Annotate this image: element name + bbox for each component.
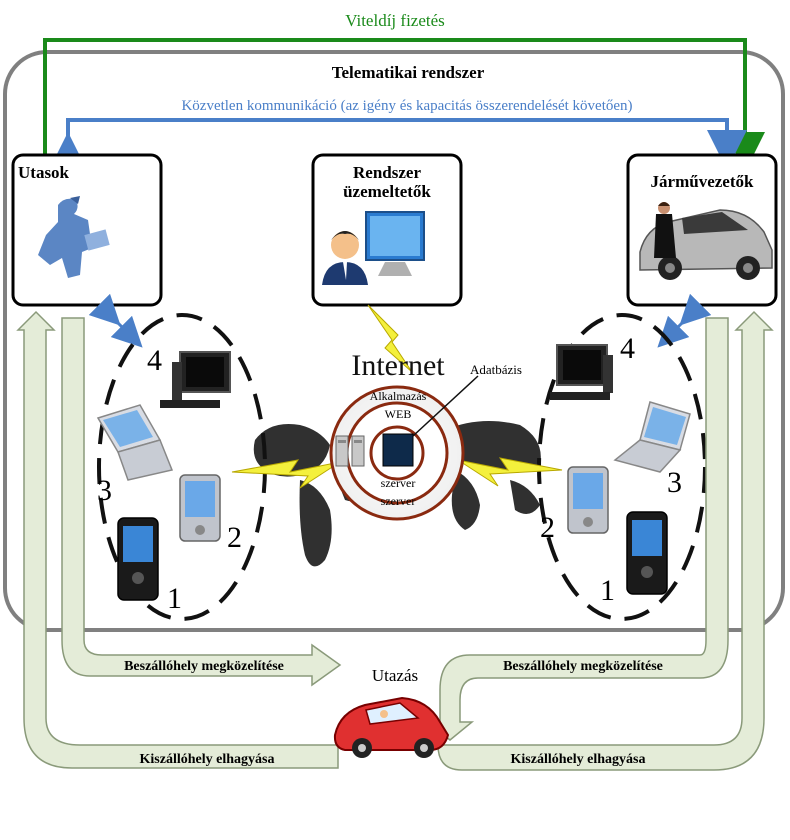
travel-label: Utazás <box>372 666 418 685</box>
left-outer-flow-arrow <box>16 310 339 769</box>
left-number-2: 2 <box>227 521 242 554</box>
left-leave-label: Kiszállóhely elhagyása <box>140 752 275 767</box>
database-icon <box>382 433 414 467</box>
left-lightning-icon <box>231 459 341 489</box>
right-number-4: 4 <box>620 332 635 365</box>
drivers-label: Járművezetők <box>651 172 754 191</box>
left-number-4: 4 <box>147 344 162 377</box>
left-inner-flow-arrow <box>61 317 342 687</box>
passengers-label: Utasok <box>18 163 70 182</box>
passenger-icon <box>38 196 110 278</box>
server-icon <box>335 435 365 467</box>
payment-arrow <box>43 38 765 172</box>
database-pointer <box>412 375 479 437</box>
web-bottom-label: szerver <box>381 494 416 508</box>
left-laptop-icon <box>96 404 174 481</box>
left-blue-link <box>88 293 143 348</box>
operators-label-1: Rendszer <box>353 163 421 182</box>
internet-label: Internet <box>351 349 445 382</box>
payment-label: Viteldíj fizetés <box>345 11 445 30</box>
left-phone-icon <box>117 517 159 601</box>
right-inner-flow-arrow <box>425 317 729 741</box>
right-number-2: 2 <box>540 511 555 544</box>
operator-icon <box>322 211 425 285</box>
system-title: Telematikai rendszer <box>332 63 485 82</box>
right-leave-label: Kiszállóhely elhagyása <box>511 752 646 767</box>
right-blue-link <box>657 293 712 348</box>
direct-comm-label: Közvetlen kommunikáció (az igény és kapa… <box>181 98 632 114</box>
left-number-3: 3 <box>97 474 112 507</box>
right-desktop-icon <box>550 344 613 400</box>
web-top-label: WEB <box>385 407 412 421</box>
direct-comm-arrow <box>48 118 747 172</box>
right-number-1: 1 <box>600 574 615 607</box>
right-laptop-icon <box>613 401 691 473</box>
travel-car-icon <box>333 696 450 758</box>
app-server-top-label: Alkalmazás <box>370 389 427 403</box>
left-number-1: 1 <box>167 582 182 615</box>
right-approach-label: Beszállóhely megközelítése <box>503 659 663 674</box>
app-server-bottom-label: szerver <box>381 476 416 490</box>
right-phone-icon <box>626 511 668 595</box>
right-pda-icon <box>567 466 609 534</box>
right-number-3: 3 <box>667 466 682 499</box>
operators-label-2: üzemeltetők <box>343 182 431 201</box>
top-lightning-icon <box>367 304 413 373</box>
database-label: Adatbázis <box>470 362 522 377</box>
left-desktop-icon <box>160 351 231 408</box>
left-approach-label: Beszállóhely megközelítése <box>124 659 284 674</box>
left-pda-icon <box>179 474 221 542</box>
right-outer-flow-arrow <box>437 310 774 771</box>
driver-car-icon <box>639 202 773 280</box>
system-frame <box>3 50 785 632</box>
